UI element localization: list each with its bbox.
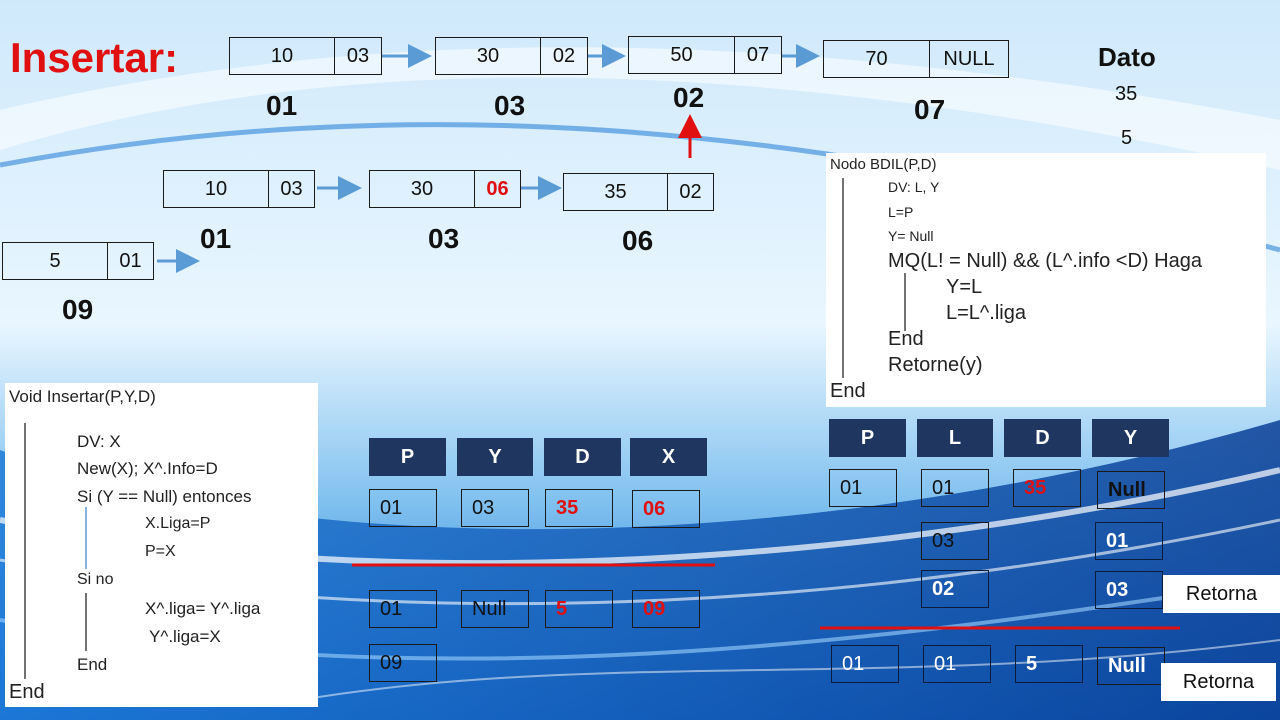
dato-value: 5 [1121,127,1133,149]
list-node: 30 02 [435,37,588,75]
code-line: Y^.liga=X [149,627,221,646]
code-insertar: Void Insertar(P,Y,D) DV: X New(X); X^.In… [5,383,318,707]
table-cell: 01 [369,590,437,628]
code-line: X^.liga= Y^.liga [145,599,261,618]
node-liga: 03 [280,177,303,200]
table-cell: Null [1097,471,1165,509]
list-node: 70 NULL [823,40,1009,78]
table-cell: Null [1097,647,1165,685]
node-liga: 02 [552,44,576,67]
code-line: End [888,328,924,350]
node-info: 30 [370,171,475,207]
bdil-bars [842,178,906,378]
node-info: 10 [164,171,269,207]
table-header-d: D [544,438,621,476]
code-line: Si no [77,571,114,588]
node-info: 30 [436,38,541,74]
node-info: 50 [629,37,735,73]
code-line: Void Insertar(P,Y,D) [9,387,156,406]
code-line: End [9,681,45,703]
node-liga: 02 [679,180,702,203]
table-cell: Null [461,590,529,628]
table-cell: 03 [461,489,529,527]
node-liga: 03 [346,44,370,67]
code-line: Y=L [946,276,983,298]
code-line: L=P [888,204,914,220]
table-header-y: Y [1092,419,1169,457]
insertar-bars [24,423,87,679]
table-cell: 01 [1095,522,1163,560]
node-address: 01 [200,223,232,254]
table-cell: 5 [1015,645,1083,683]
table-cell: 06 [632,490,700,528]
node-liga: NULL [943,47,995,70]
node-address: 09 [62,294,94,325]
node-address: 03 [494,90,526,121]
list-node: 10 03 [163,170,315,208]
table-header-p: P [369,438,446,476]
node-address: 02 [673,82,705,113]
node-address: 01 [266,90,298,121]
code-line: P=X [145,543,176,560]
table-header-d: D [1004,419,1081,457]
code-line: L=L^.liga [946,302,1026,324]
table-cell: 03 [921,522,989,560]
node-liga: 06 [486,177,509,200]
node-info: 5 [3,243,108,279]
table-cell: 5 [545,590,613,628]
table-cell: 01 [829,469,897,507]
node-info: 10 [230,38,335,74]
list-node: 35 02 [563,173,714,211]
table-cell: 01 [921,469,989,507]
code-line: Retorne(y) [888,354,983,376]
dato-value: 35 [1115,83,1138,105]
retorna-label: Retorna [1161,663,1276,701]
node-liga: 07 [746,43,770,66]
code-line: End [830,380,866,402]
table-cell: 09 [632,590,700,628]
table-cell: 01 [831,645,899,683]
code-line: Nodo BDIL(P,D) [830,156,937,173]
node-address: 03 [428,223,460,254]
code-line: DV: L, Y [888,179,940,195]
code-line: End [77,655,108,674]
table-cell: 35 [1013,469,1081,507]
code-line: X.Liga=P [145,515,211,532]
table-cell: 02 [921,570,989,608]
table-header-l: L [917,419,993,457]
node-liga: 01 [119,249,142,272]
table-cell: 03 [1095,571,1163,609]
table-header-p: P [829,419,906,457]
table-cell: 35 [545,489,613,527]
new-node: 5 01 [2,242,154,280]
code-line: New(X); X^.Info=D [77,459,218,478]
list-node: 50 07 [628,36,782,74]
code-line: Y= Null [888,228,934,244]
list-node: 30 06 [369,170,521,208]
table-header-x: X [630,438,707,476]
node-address: 06 [622,225,654,256]
retorna-label: Retorna [1163,575,1280,613]
table-header-y: Y [457,438,533,476]
list-node: 10 03 [229,37,382,75]
node-address: 07 [914,94,946,125]
table-cell: 09 [369,644,437,682]
code-line: DV: X [77,432,121,451]
code-line: MQ(L! = Null) && (L^.info <D) Haga [888,250,1202,272]
code-bdil: Nodo BDIL(P,D) DV: L, Y L=P Y= Null MQ(L… [826,153,1266,407]
node-info: 35 [564,174,668,210]
node-info: 70 [824,41,930,77]
slide-title: Insertar: [10,34,179,81]
code-line: Si (Y == Null) entonces [77,487,252,506]
dato-header: Dato [1098,42,1156,72]
table-cell: 01 [369,489,437,527]
table-cell: 01 [923,645,991,683]
